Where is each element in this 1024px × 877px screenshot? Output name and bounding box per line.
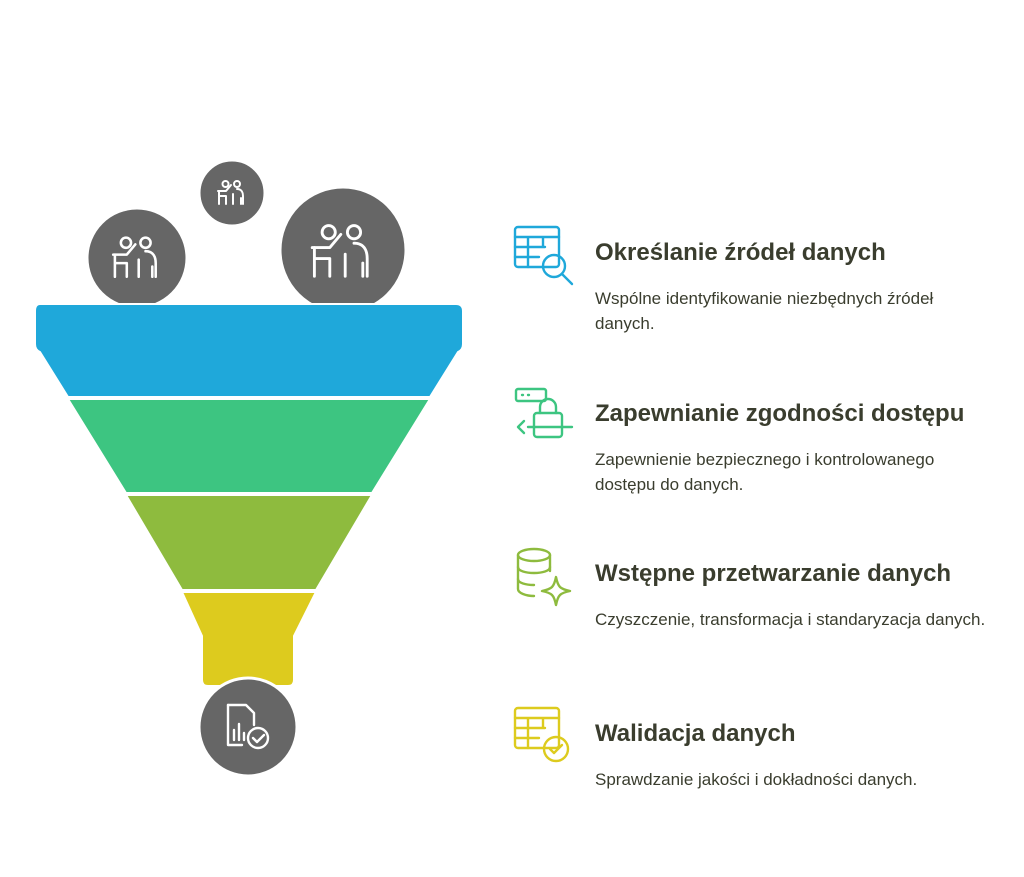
step-2-description: Zapewnienie bezpiecznego i kontrolowaneg… bbox=[595, 450, 935, 494]
step-3-title: Wstępne przetwarzanie danych bbox=[595, 560, 952, 587]
team-presentation-icon bbox=[310, 224, 369, 278]
step-4-title: Walidacja danych bbox=[595, 720, 796, 747]
table-search-icon bbox=[513, 225, 574, 286]
funnel-layer-1 bbox=[34, 303, 464, 398]
team-presentation-icon bbox=[217, 180, 244, 205]
document-chart-check-icon bbox=[226, 703, 270, 750]
step-4-description: Sprawdzanie jakości i dokładności danych… bbox=[595, 770, 918, 789]
input-circle-small bbox=[197, 158, 267, 228]
funnel-layer-3 bbox=[124, 494, 374, 591]
input-circle-left bbox=[85, 206, 189, 310]
step-3-description: Czyszczenie, transformacja i standaryzac… bbox=[595, 610, 986, 629]
team-presentation-icon bbox=[111, 236, 157, 278]
table-check-icon bbox=[513, 706, 570, 763]
step-1-title: Określanie źródeł danych bbox=[595, 239, 886, 266]
step-1-description: Wspólne identyfikowanie niezbędnych źród… bbox=[595, 289, 934, 333]
input-circle-right bbox=[278, 185, 408, 315]
step-2-title: Zapewnianie zgodności dostępu bbox=[595, 400, 965, 427]
output-circle bbox=[197, 676, 299, 778]
funnel-layer-4 bbox=[180, 591, 318, 687]
access-lock-icon bbox=[514, 387, 574, 439]
database-sparkle-icon bbox=[516, 547, 572, 607]
funnel-layer-2 bbox=[66, 398, 432, 494]
